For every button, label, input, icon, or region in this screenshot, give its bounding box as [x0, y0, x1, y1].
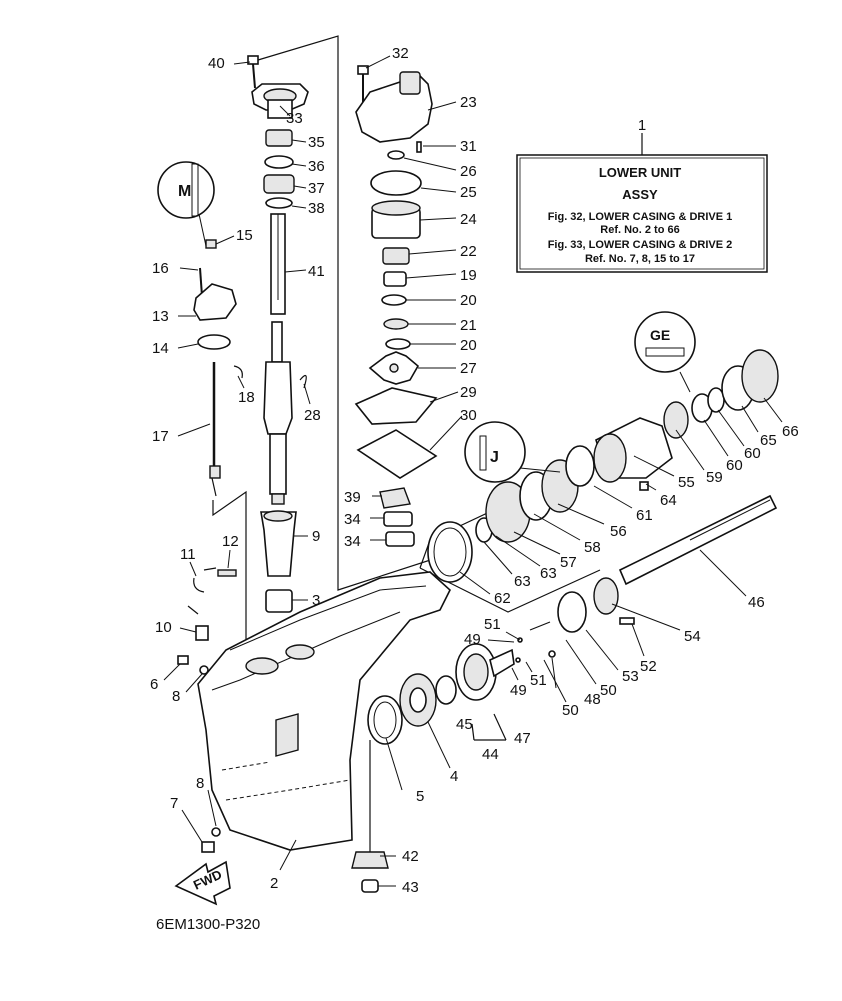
callouts: 40 33 35 36 37 38 41 32 23 31 26 25 24 2… — [150, 45, 799, 896]
callout: 49 — [510, 682, 527, 699]
callout: 18 — [238, 389, 255, 406]
pinion-parts — [351, 740, 389, 893]
reverse-gear-parts: GE J — [427, 311, 779, 583]
callout: 4 — [450, 768, 458, 785]
callout: 17 — [152, 428, 169, 445]
callout: 28 — [304, 407, 321, 424]
callout: 9 — [312, 528, 320, 545]
svg-text:GE: GE — [650, 327, 670, 343]
forward-gear-parts — [367, 643, 515, 745]
water-pump-parts — [354, 65, 438, 547]
callout: 34 — [344, 511, 361, 528]
svg-text:J: J — [490, 449, 499, 466]
callout: 12 — [222, 533, 239, 550]
callout: 35 — [308, 134, 325, 151]
callout: 29 — [460, 384, 477, 401]
callout: 2 — [270, 875, 278, 892]
info-line4: Ref. No. 2 to 66 — [600, 224, 679, 236]
callout: 19 — [460, 267, 477, 284]
callout: 40 — [208, 55, 225, 72]
callout: 3 — [312, 592, 320, 609]
callout: 36 — [308, 158, 325, 175]
lower-casing — [197, 571, 451, 853]
callout: 58 — [584, 539, 601, 556]
callout: 50 — [562, 702, 579, 719]
callout: 11 — [180, 546, 196, 563]
callout: 61 — [636, 507, 653, 524]
callout: 59 — [706, 469, 723, 486]
callout: 45 — [456, 716, 473, 733]
callout: 33 — [286, 110, 303, 127]
callout: 54 — [684, 628, 701, 645]
info-box: 1 LOWER UNIT ASSY Fig. 32, LOWER CASING … — [516, 117, 768, 273]
callout: 6 — [150, 676, 158, 693]
callout: 37 — [308, 180, 325, 197]
callout: 25 — [460, 184, 477, 201]
callout: 48 — [584, 691, 601, 708]
callout-1: 1 — [638, 117, 646, 134]
info-title-line2: ASSY — [622, 187, 658, 202]
callout: 63 — [540, 565, 557, 582]
leader-lines — [163, 55, 783, 887]
info-line3: Fig. 32, LOWER CASING & DRIVE 1 — [548, 211, 733, 223]
callout: 60 — [744, 445, 761, 462]
callout: 27 — [460, 360, 477, 377]
callout: 23 — [460, 94, 477, 111]
callout: 26 — [460, 163, 477, 180]
shift-rod-parts: M — [157, 161, 307, 675]
callout: 39 — [344, 489, 361, 506]
callout: 38 — [308, 200, 325, 217]
drive-shaft-parts — [247, 55, 309, 613]
svg-text:M: M — [178, 183, 191, 200]
callout: 66 — [782, 423, 799, 440]
fwd-arrow: FWD — [174, 860, 231, 906]
callout: 5 — [416, 788, 424, 805]
callout: 52 — [640, 658, 657, 675]
callout: 13 — [152, 308, 169, 325]
callout: 42 — [402, 848, 419, 865]
callout: 30 — [460, 407, 477, 424]
callout: 16 — [152, 260, 169, 277]
callout: 55 — [678, 474, 695, 491]
info-line6: Ref. No. 7, 8, 15 to 17 — [585, 253, 695, 265]
callout: 24 — [460, 211, 477, 228]
callout: 53 — [622, 668, 639, 685]
callout: 56 — [610, 523, 627, 540]
callout: 31 — [460, 138, 477, 155]
callout: 20 — [460, 292, 477, 309]
callout: 50 — [600, 682, 617, 699]
diagram-code: 6EM1300-P320 — [156, 916, 260, 933]
callout: 22 — [460, 243, 477, 260]
callout: 51 — [484, 616, 501, 633]
callout: 21 — [460, 317, 477, 334]
info-line5: Fig. 33, LOWER CASING & DRIVE 2 — [548, 239, 733, 251]
callout: 7 — [170, 795, 178, 812]
callout: 65 — [760, 432, 777, 449]
callout: 51 — [530, 672, 547, 689]
callout: 57 — [560, 554, 577, 571]
callout: 41 — [308, 263, 325, 280]
info-title-line1: LOWER UNIT — [599, 165, 681, 180]
callout: 46 — [748, 594, 765, 611]
callout: 34 — [344, 533, 361, 550]
callout: 10 — [155, 619, 172, 636]
callout: 47 — [514, 730, 531, 747]
callout: 8 — [196, 775, 204, 792]
callout: 43 — [402, 879, 419, 896]
callout: 62 — [494, 590, 511, 607]
callout: 44 — [482, 746, 499, 763]
callout: 49 — [464, 631, 481, 648]
callout: 63 — [514, 573, 531, 590]
callout: 20 — [460, 337, 477, 354]
callout: 32 — [392, 45, 409, 62]
callout: 60 — [726, 457, 743, 474]
callout: 15 — [236, 227, 253, 244]
callout: 14 — [152, 340, 169, 357]
callout: 64 — [660, 492, 677, 509]
callout: 8 — [172, 688, 180, 705]
propeller-shaft-parts — [515, 494, 778, 663]
